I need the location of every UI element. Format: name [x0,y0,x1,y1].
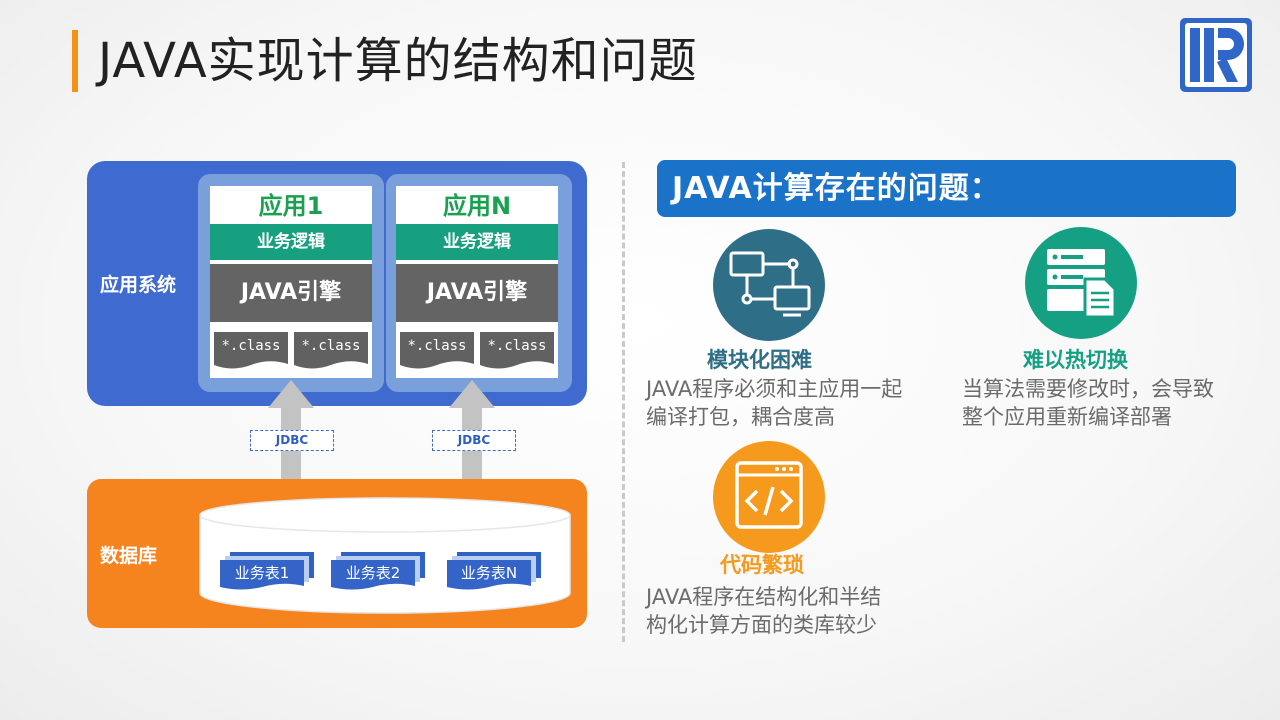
class-file-icon [294,332,368,369]
table-label: 业务表N [460,564,518,582]
class-file-icon [400,332,474,369]
business-table: 业务表N [447,552,543,592]
class-file-label: *.class [221,338,281,354]
jdbc-connector-label: JDBC [250,430,334,451]
business-table: 业务表1 [220,552,316,592]
business-logic-layer: 业务逻辑 [396,224,558,260]
issue-3-desc-line1: JAVA程序在结构化和半结 [646,585,882,609]
class-file: *.class [294,332,368,370]
java-engine-layer: JAVA引擎 [210,264,372,322]
class-file-label: *.class [301,338,361,354]
issue-3-title: 代码繁琐 [720,553,804,577]
problems-header-title: JAVA计算存在的问题： [672,171,1001,206]
issue-1-title: 模块化困难 [707,348,812,372]
business-logic-layer: 业务逻辑 [210,224,372,260]
network-monitor-icon [729,251,811,317]
issue-3-desc-line2: 构化计算方面的类库较少 [646,613,877,637]
issue-2-badge [1025,227,1137,339]
issue-2-desc-line1: 当算法需要修改时，会导致 [962,377,1214,401]
table-label: 业务表2 [345,564,401,582]
class-file-icon [480,332,554,369]
server-document-icon [1047,249,1117,319]
table-label: 业务表1 [234,564,290,582]
jdbc-connector-label: JDBC [432,430,516,451]
business-table: 业务表2 [331,552,427,592]
issue-1-desc-line1: JAVA程序必须和主应用一起 [646,377,903,401]
issue-1-badge [713,229,825,341]
table-doc-icon [447,552,541,590]
title-accent-bar [72,30,78,92]
class-file: *.class [480,332,554,370]
app-system-label: 应用系统 [100,274,177,296]
issue-1-desc-line2: 编译打包，耦合度高 [646,405,835,429]
app-1-card: 应用1 业务逻辑 JAVA引擎 *.class *.class [210,186,372,378]
database-label: 数据库 [100,545,158,567]
problems-header-bar [657,160,1236,217]
table-doc-icon [331,552,425,590]
app-name: 应用1 [258,192,324,220]
issue-3-badge [713,441,825,553]
issue-2-title: 难以热切换 [1023,348,1128,372]
java-engine-layer: JAVA引擎 [396,264,558,322]
issue-2-desc-line2: 整个应用重新编译部署 [962,405,1172,429]
class-file: *.class [400,332,474,370]
class-file-icon [214,332,288,369]
code-window-icon [735,461,803,529]
table-doc-icon [220,552,314,590]
page-title: JAVA实现计算的结构和问题 [98,33,698,89]
app-n-card: 应用N 业务逻辑 JAVA引擎 *.class *.class [396,186,558,378]
class-file: *.class [214,332,288,370]
section-divider [622,162,625,642]
brand-logo-icon [1180,18,1252,92]
class-file-label: *.class [487,338,547,354]
app-name: 应用N [442,192,512,220]
class-file-label: *.class [407,338,467,354]
